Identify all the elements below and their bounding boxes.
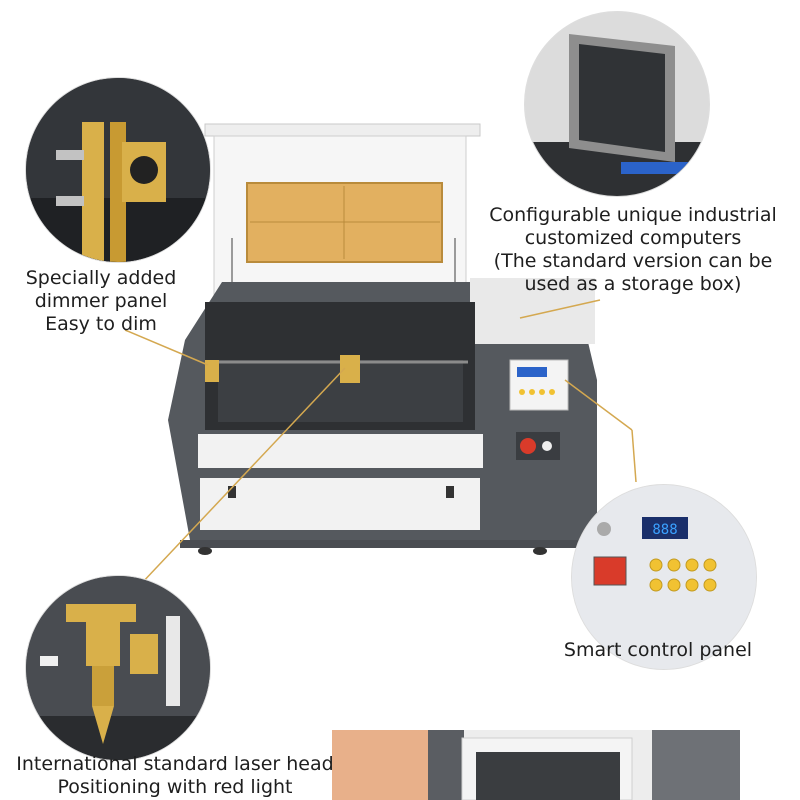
dimmer-callout-line1: Specially added [25,267,177,289]
machine-body [168,278,600,555]
computer-callout-line1: Configurable unique industrial [489,204,777,226]
dimmer-callout-line3: Easy to dim [45,313,157,335]
computer-callout: Configurable unique industrial customize… [468,204,798,296]
dimmer-callout: Specially added dimmer panel Easy to dim [6,267,196,336]
control-panel-closeup: 888 [572,485,756,669]
laser-head-callout-line1: International standard laser head [16,753,334,775]
laser-head-callout-line2: Positioning with red light [57,776,293,798]
industrial-computer-closeup [525,12,709,196]
control-panel-callout-line1: Smart control panel [563,639,753,661]
laser-head-callout: International standard laser head Positi… [0,753,350,799]
dimmer-panel-closeup [26,78,210,262]
computer-photo-partial [332,730,740,800]
computer-callout-line4: used as a storage box) [524,273,742,295]
computer-callout-line2: customized computers [524,227,742,249]
laser-head-closeup [26,576,210,760]
computer-callout-line3: (The standard version can be [493,250,773,272]
svg-text:888: 888 [652,522,677,538]
dimmer-callout-line2: dimmer panel [34,290,168,312]
control-panel-callout: Smart control panel [548,639,768,662]
callout-lines [124,299,637,586]
machine-lid [204,123,481,303]
